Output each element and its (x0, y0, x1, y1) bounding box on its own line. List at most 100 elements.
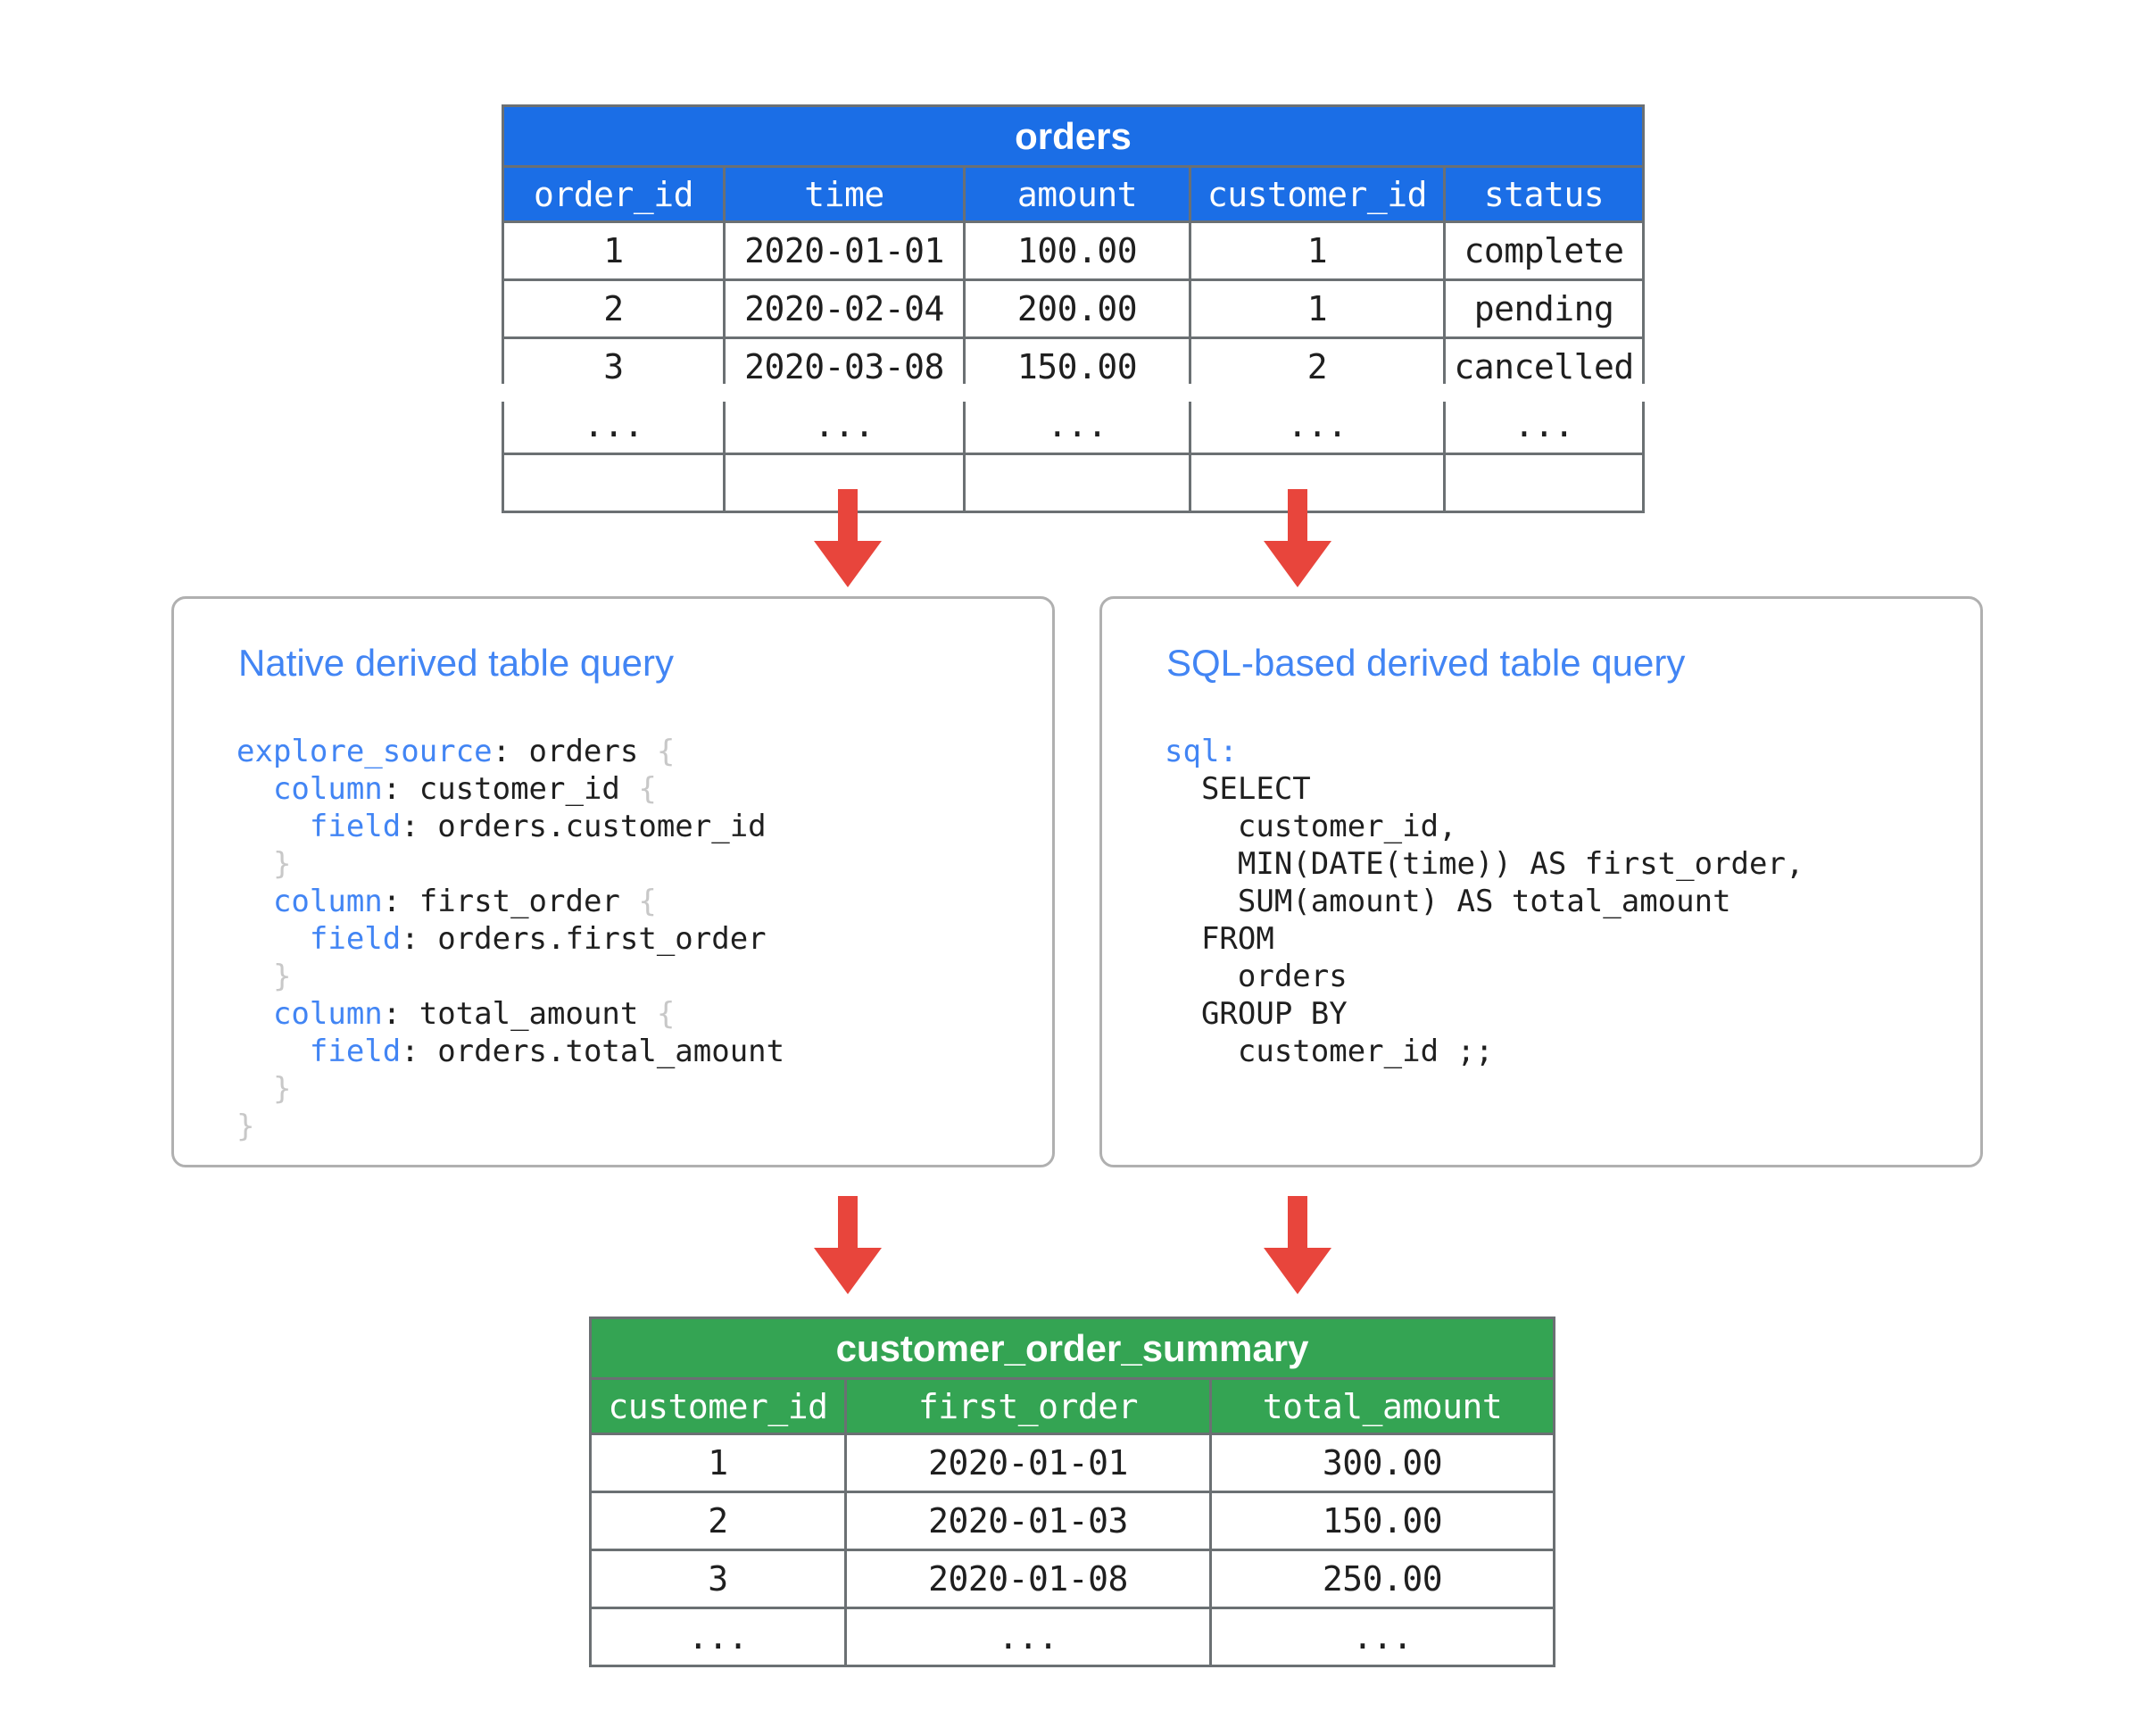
code-text: : orders (492, 734, 657, 769)
code-line: } (236, 845, 784, 883)
code-text: SELECT (1165, 771, 1311, 807)
table-cell (1189, 453, 1446, 513)
orders-table-name: orders (501, 104, 1646, 168)
table-cell: ... (963, 395, 1191, 455)
code-line: explore_source: orders { (236, 733, 784, 770)
sql-panel-title: SQL-based derived table query (1166, 642, 1686, 684)
table-cell: ... (589, 1607, 847, 1667)
code-line: field: orders.total_amount (236, 1033, 784, 1070)
native-panel-title: Native derived table query (238, 642, 674, 684)
table-row: ......... (589, 1607, 1556, 1667)
table-cell: 2020-01-03 (844, 1491, 1212, 1551)
code-text: : first_order (382, 884, 639, 919)
code-line: customer_id, (1165, 808, 1804, 845)
code-text (236, 809, 310, 844)
column-header: status (1442, 165, 1646, 223)
table-row (502, 453, 1646, 513)
code-line: field: orders.first_order (236, 920, 784, 958)
code-line: sql: (1165, 733, 1804, 770)
table-cell: 1 (589, 1433, 847, 1493)
code-line: FROM (1165, 920, 1804, 958)
table-cell: 2020-02-04 (723, 278, 966, 339)
orders-table-title-row: orders (501, 104, 1646, 168)
code-text: MIN(DATE(time)) AS first_order, (1165, 846, 1804, 882)
column-header: customer_id (1189, 165, 1446, 223)
code-keyword: column (272, 996, 383, 1032)
table-cell (1442, 453, 1646, 513)
code-text (236, 996, 273, 1032)
code-text (236, 959, 273, 994)
code-line: SUM(amount) AS total_amount (1165, 883, 1804, 920)
code-text: customer_id ;; (1165, 1034, 1494, 1069)
code-keyword: column (272, 771, 383, 807)
code-text: SUM(amount) AS total_amount (1165, 884, 1731, 919)
table-cell: 2 (589, 1491, 847, 1551)
code-brace: { (656, 734, 676, 769)
code-brace: } (272, 1071, 292, 1107)
code-keyword: field (309, 921, 402, 957)
code-line: } (236, 1070, 784, 1108)
code-brace: { (638, 884, 657, 919)
column-header: total_amount (1208, 1377, 1556, 1435)
code-keyword: explore_source (236, 734, 493, 769)
code-text: GROUP BY (1165, 996, 1348, 1032)
code-text: : customer_id (382, 771, 639, 807)
code-text: : total_amount (382, 996, 657, 1032)
code-line: MIN(DATE(time)) AS first_order, (1165, 845, 1804, 883)
code-keyword: sql (1165, 734, 1220, 769)
column-header: order_id (502, 165, 726, 223)
column-header: time (723, 165, 966, 223)
code-text (236, 1034, 310, 1069)
table-cell: ... (1189, 395, 1446, 455)
code-line: column: customer_id { (236, 770, 784, 808)
code-line: column: first_order { (236, 883, 784, 920)
table-row: ............... (502, 395, 1646, 455)
summary-table-title-row: customer_order_summary (588, 1317, 1556, 1380)
table-cell: ... (723, 395, 966, 455)
code-brace: { (638, 771, 657, 807)
code-text: : orders.total_amount (401, 1034, 785, 1069)
table-cell: pending (1442, 278, 1646, 339)
code-line: SELECT (1165, 770, 1804, 808)
table-cell: complete (1442, 220, 1646, 281)
code-text (236, 771, 273, 807)
table-cell: 250.00 (1208, 1549, 1556, 1609)
table-cell: 100.00 (963, 220, 1191, 281)
column-header: amount (963, 165, 1191, 223)
summary-table-name: customer_order_summary (588, 1317, 1556, 1380)
arrow-native-to-summary-icon (810, 1196, 885, 1296)
table-cell: ... (502, 395, 726, 455)
code-line: GROUP BY (1165, 995, 1804, 1033)
table-cell: 1 (1189, 220, 1446, 281)
code-brace: } (236, 1109, 255, 1144)
code-line: column: total_amount { (236, 995, 784, 1033)
code-text: orders (1165, 959, 1348, 994)
sql-query-code: sql: SELECT customer_id, MIN(DATE(time))… (1165, 733, 1804, 1070)
code-text (236, 884, 273, 919)
code-brace: } (272, 959, 292, 994)
table-cell (963, 453, 1191, 513)
table-cell (502, 453, 726, 513)
sql-derived-table-panel: SQL-based derived table query sql: SELEC… (1099, 596, 1983, 1167)
code-line: } (236, 1108, 784, 1145)
orders-table-bottom-crop (499, 384, 1646, 402)
column-header: first_order (844, 1377, 1212, 1435)
code-brace: { (656, 996, 676, 1032)
arrow-sql-to-summary-icon (1260, 1196, 1335, 1296)
arrow-orders-to-sql-icon (1260, 489, 1335, 589)
native-query-code: explore_source: orders { column: custome… (236, 733, 784, 1145)
code-text: : orders.first_order (401, 921, 767, 957)
code-keyword: column (272, 884, 383, 919)
native-derived-table-panel: Native derived table query explore_sourc… (171, 596, 1055, 1167)
table-cell: 1 (502, 220, 726, 281)
